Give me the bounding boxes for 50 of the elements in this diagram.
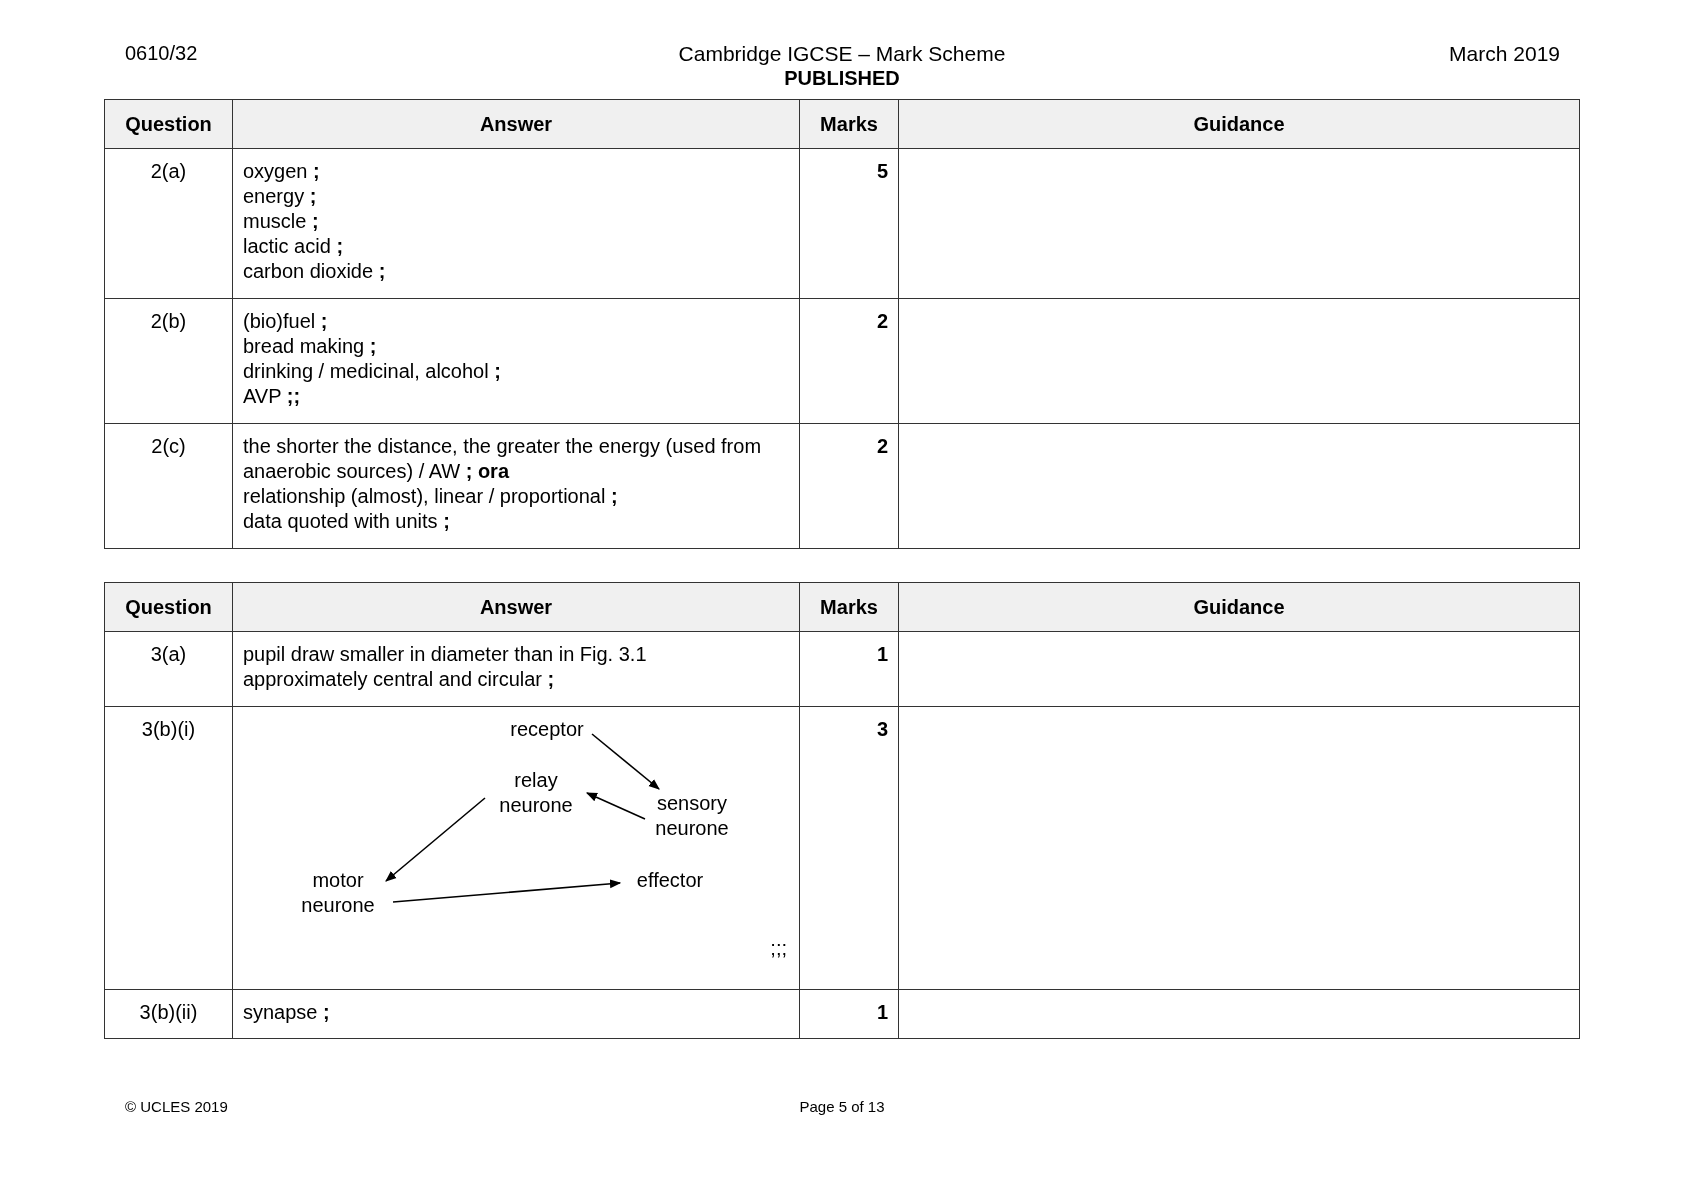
- marks-value: 1: [799, 989, 899, 1039]
- mark-points: ;;;: [770, 936, 787, 961]
- arrow: [392, 879, 622, 903]
- page-number: Page 5 of 13: [799, 1098, 885, 1115]
- question-number: 2(b): [104, 298, 233, 424]
- exam-date: March 2019: [1449, 42, 1560, 66]
- status-heading: PUBLISHED: [784, 67, 900, 90]
- answer-text: muscle ;: [243, 209, 320, 234]
- answer-text: (bio)fuel ;: [243, 309, 329, 334]
- answer-text: approximately central and circular ;: [243, 667, 556, 692]
- question-number: 2(c): [104, 423, 233, 549]
- answer-text: bread making ;: [243, 334, 378, 359]
- column-header: Marks: [799, 582, 899, 632]
- answer-text: data quoted with units ;: [243, 509, 451, 534]
- diagram-label: sensory neurone: [637, 791, 747, 841]
- copyright-notice: © UCLES 2019: [125, 1098, 228, 1115]
- question-number: 3(a): [104, 631, 233, 707]
- answer-text: pupil draw smaller in diameter than in Fig. 3.1: [243, 642, 648, 667]
- answer-text: oxygen ;: [243, 159, 321, 184]
- column-header: Question: [104, 99, 233, 149]
- marks-value: 3: [799, 706, 899, 990]
- column-header: Question: [104, 582, 233, 632]
- answer-text: energy ;: [243, 184, 318, 209]
- exam-code: 0610/32: [125, 42, 198, 65]
- question-number: 3(b)(ii): [104, 989, 233, 1039]
- marks-value: 2: [799, 298, 899, 424]
- marks-value: 2: [799, 423, 899, 549]
- answer-text: synapse ;: [243, 1000, 331, 1025]
- answer-text: relationship (almost), linear / proportional ;: [243, 484, 619, 509]
- column-header: Answer: [232, 582, 800, 632]
- marks-value: 1: [799, 631, 899, 707]
- marks-value: 5: [799, 148, 899, 299]
- document-title: Cambridge IGCSE – Mark Scheme: [678, 42, 1006, 66]
- answer-text: drinking / medicinal, alcohol ;: [243, 359, 502, 384]
- diagram-label: motor neurone: [288, 868, 388, 918]
- answer-text: lactic acid ;: [243, 234, 345, 259]
- column-header: Answer: [232, 99, 800, 149]
- arrow: [591, 733, 660, 790]
- column-header: Guidance: [898, 582, 1580, 632]
- answer-text: AVP ;;: [243, 384, 302, 409]
- diagram-label: relay neurone: [486, 768, 586, 818]
- column-header: Guidance: [898, 99, 1580, 149]
- question-number: 2(a): [104, 148, 233, 299]
- arrow: [385, 797, 486, 882]
- arrow: [586, 792, 646, 820]
- diagram-label: effector: [625, 868, 715, 893]
- column-header: Marks: [799, 99, 899, 149]
- diagram-label: receptor: [507, 717, 587, 742]
- question-number: 3(b)(i): [104, 706, 233, 990]
- answer-text: carbon dioxide ;: [243, 259, 387, 284]
